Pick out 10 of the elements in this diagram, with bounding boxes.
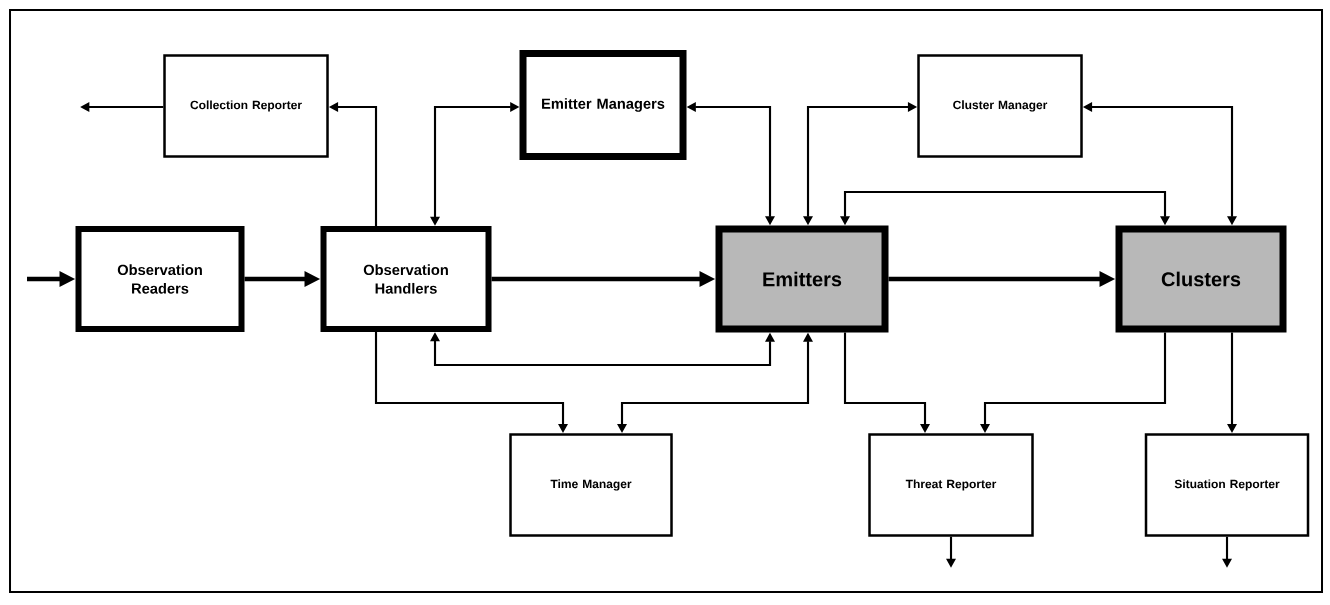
process-box: Observation Readers (75, 226, 245, 332)
process-box: Emitter Managers (519, 50, 687, 160)
process-box: Time Manager (509, 433, 673, 537)
process-box: Clusters (1115, 225, 1287, 333)
process-box: Collection Reporter (163, 54, 329, 158)
process-box: Cluster Manager (917, 54, 1083, 158)
process-box: Emitters (715, 225, 889, 333)
process-box: Threat Reporter (868, 433, 1034, 537)
process-box: Observation Handlers (320, 226, 492, 332)
process-box: Situation Reporter (1144, 433, 1310, 537)
